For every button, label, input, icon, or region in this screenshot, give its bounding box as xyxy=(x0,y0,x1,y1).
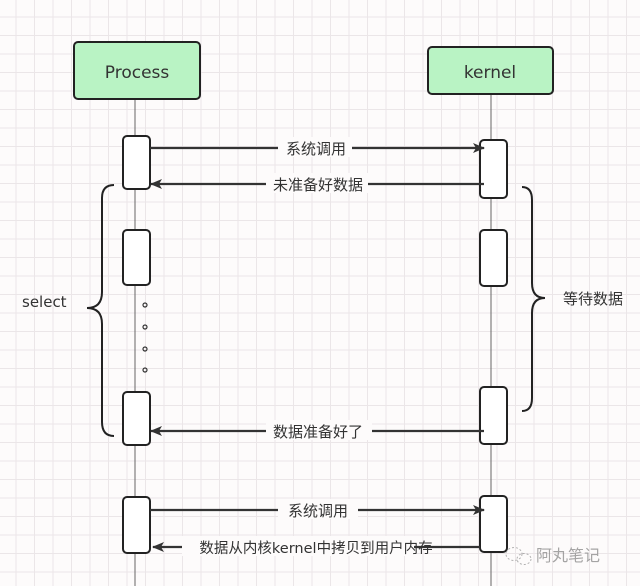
participant-process-label: Process xyxy=(105,63,170,83)
message-copy: 数据从内核kernel中拷贝到用户内存 xyxy=(199,540,432,557)
brace-label-wait-data: 等待数据 xyxy=(563,290,623,308)
right-brace xyxy=(521,186,546,412)
kernel-activation-4 xyxy=(479,495,508,553)
ellipsis-dots xyxy=(142,302,148,373)
brace-label-select: select xyxy=(22,293,67,311)
watermark: 阿丸笔记 xyxy=(505,546,600,565)
watermark-text: 阿丸笔记 xyxy=(536,546,600,565)
left-brace xyxy=(86,184,115,437)
participant-kernel: kernel xyxy=(427,46,554,95)
process-activation-2 xyxy=(122,229,151,286)
participant-kernel-label: kernel xyxy=(464,63,516,83)
message-not-ready: 未准备好数据 xyxy=(273,176,363,194)
wechat-icon xyxy=(505,547,532,565)
kernel-activation-2 xyxy=(479,229,508,287)
kernel-activation-3 xyxy=(479,386,508,445)
process-activation-3 xyxy=(122,391,151,446)
participant-process: Process xyxy=(73,41,201,100)
process-activation-4 xyxy=(122,496,151,554)
process-activation-1 xyxy=(122,135,151,190)
kernel-activation-1 xyxy=(479,139,508,199)
message-ready: 数据准备好了 xyxy=(273,423,363,441)
message-syscall-1: 系统调用 xyxy=(286,140,346,158)
message-syscall-2: 系统调用 xyxy=(288,502,348,520)
